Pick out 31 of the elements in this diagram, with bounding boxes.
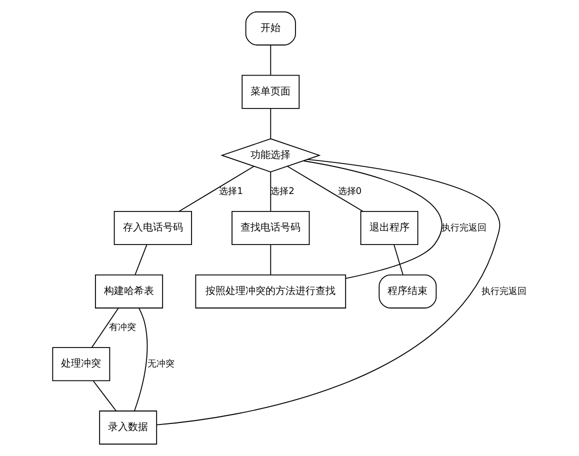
connector [286, 166, 364, 212]
node-diamond: 功能选择 [220, 138, 321, 172]
node-box: 构建哈希表 [94, 274, 164, 308]
node-box: 菜单页面 [242, 74, 300, 109]
connector [156, 158, 500, 426]
connector [270, 172, 272, 212]
edge-label: 选择0 [338, 186, 362, 197]
node-box: 录入数据 [99, 410, 158, 445]
edge-label: 选择2 [270, 186, 295, 197]
connector [270, 108, 272, 139]
node-box: 程序结束 [378, 274, 437, 308]
edge-label: 执行完返回 [481, 286, 526, 297]
edge-label: 执行完返回 [442, 222, 487, 234]
connector [91, 308, 119, 348]
edge-label: 选择1 [219, 186, 244, 197]
connector [178, 166, 254, 212]
edge-label: 无冲突 [148, 358, 175, 370]
node-box: 按照处理冲突的方法进行查找 [195, 274, 346, 308]
node-box: 存入电话号码 [114, 210, 192, 246]
node-box: 处理冲突 [52, 347, 110, 382]
connector [270, 244, 272, 275]
edge-label: 有冲突 [109, 322, 136, 334]
connector [134, 244, 148, 275]
node-box: 查找电话号码 [232, 210, 310, 246]
connector [394, 244, 404, 275]
connector [303, 160, 442, 279]
connector [270, 44, 272, 76]
node-box: 退出程序 [360, 210, 418, 246]
node-box: 开始 [245, 11, 296, 46]
connector [92, 380, 116, 412]
connector [134, 308, 148, 412]
